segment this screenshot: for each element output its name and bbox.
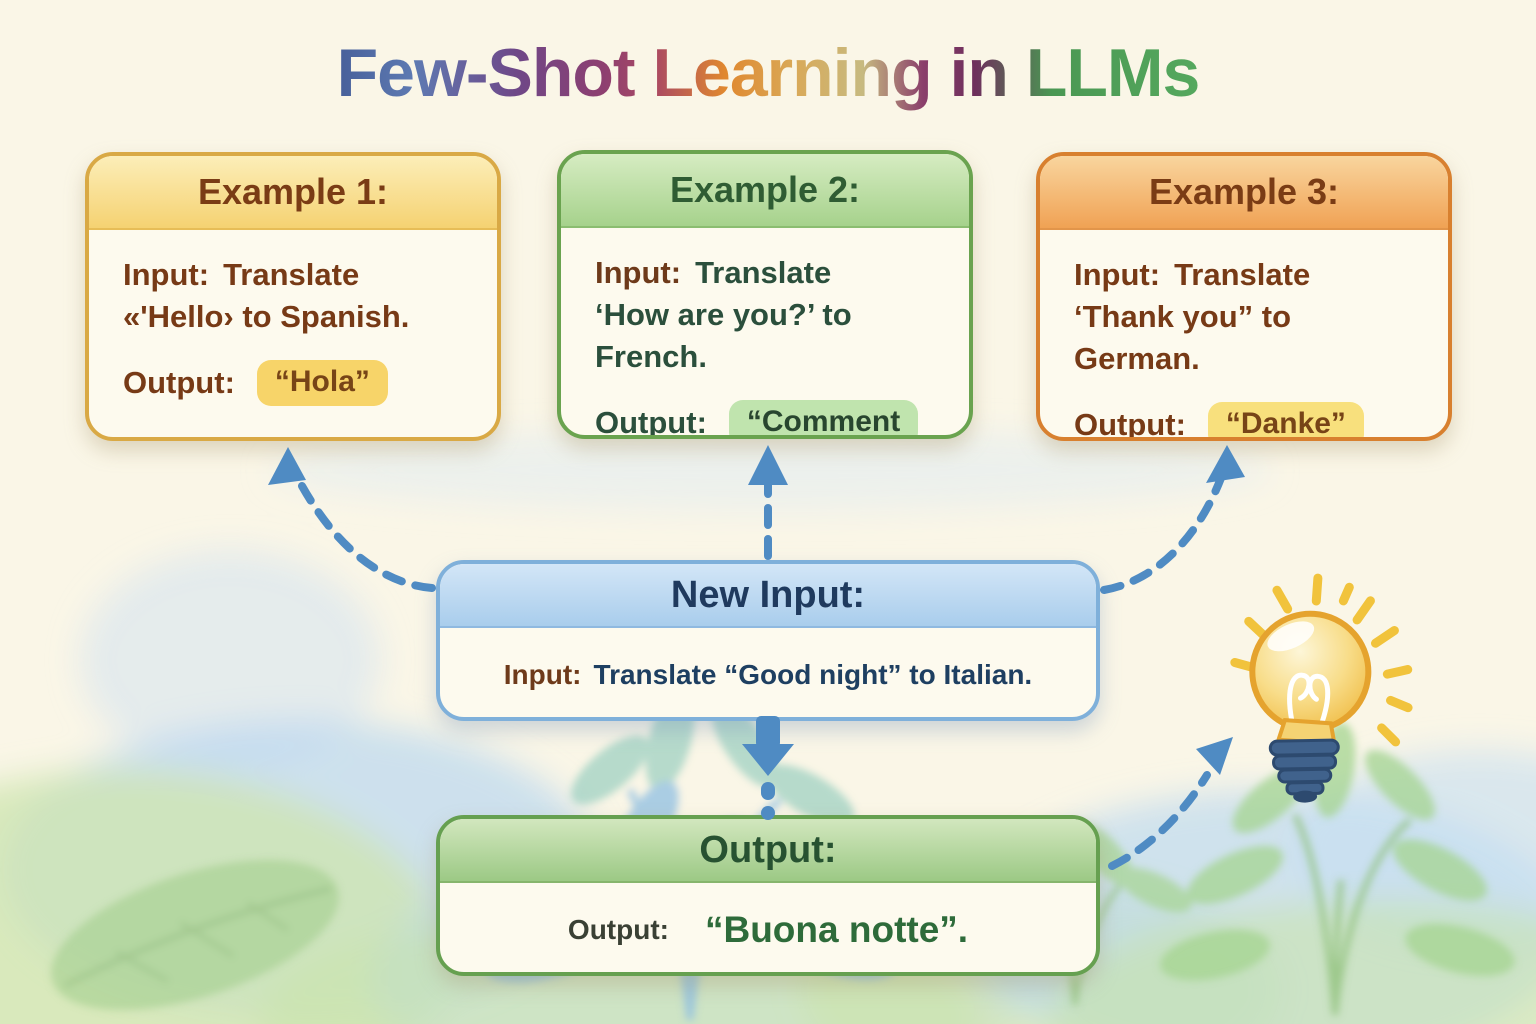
output-label: Output: — [567, 913, 669, 945]
input-label: Input: — [123, 257, 210, 292]
output-chip: “Danke” — [1207, 402, 1364, 437]
input-label: Input: — [595, 255, 682, 290]
output-label: Output: — [595, 405, 707, 439]
output-chip: “Comment — [728, 400, 919, 435]
example-3-card: Example 3: Input:Translate ‘Thank you” t… — [1036, 152, 1452, 441]
arrow-output-to-lightbulb — [1108, 771, 1211, 870]
example-1-card: Example 1: Input:Translate «'Hello› to S… — [85, 152, 501, 441]
input-text: Translate “Good night” to Italian. — [593, 658, 1033, 690]
input-label: Input: — [1074, 257, 1161, 292]
output-label: Output: — [123, 365, 235, 401]
example-3-header: Example 3: — [1040, 156, 1448, 230]
example-1-input: Input:Translate «'Hello› to Spanish. — [123, 254, 467, 338]
input-text: Translate ‘How are you?’ to French. — [595, 255, 852, 375]
arrow-new-input-to-example-3 — [1100, 474, 1225, 594]
arrowhead-example-3 — [1206, 445, 1245, 483]
new-input-card: New Input: Input: Translate “Good night”… — [436, 560, 1100, 721]
page-title: Few-Shot Learning in LLMs — [336, 35, 1201, 111]
example-2-header: Example 2: — [561, 154, 969, 228]
example-3-input: Input:Translate ‘Thank you” to German. — [1074, 254, 1418, 380]
example-1-output: Output: “Hola” — [123, 360, 467, 407]
input-text: Translate «'Hello› to Spanish. — [123, 257, 410, 335]
final-output-header: Output: — [440, 819, 1096, 883]
final-output-card: Output: Output: “Buona notte”. — [436, 815, 1100, 976]
example-2-input: Input:Translate ‘How are you?’ to French… — [595, 252, 939, 378]
lightbulb-icon — [1195, 559, 1432, 824]
input-label: Input: — [503, 658, 582, 690]
output-text: “Buona notte”. — [704, 908, 969, 950]
example-2-output: Output: “Comment ča va?” — [595, 400, 939, 439]
example-2-card: Example 2: Input:Translate ‘How are you?… — [557, 150, 973, 439]
example-3-output: Output: “Danke” — [1074, 402, 1418, 441]
arrowhead-example-2 — [748, 445, 788, 485]
new-input-header: New Input: — [440, 564, 1096, 628]
output-chip: “Hola” — [256, 360, 388, 407]
arrow-new-input-to-output-head — [742, 744, 794, 776]
arrow-new-input-to-example-1 — [298, 482, 436, 592]
output-label: Output: — [1074, 407, 1186, 441]
example-1-header: Example 1: — [89, 156, 497, 230]
input-text: Translate ‘Thank you” to German. — [1074, 257, 1311, 377]
arrowhead-example-1 — [268, 447, 306, 485]
